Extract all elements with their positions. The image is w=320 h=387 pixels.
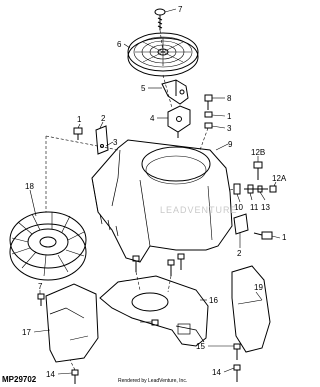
callout-12b: 12B (251, 148, 265, 157)
callout-19: 19 (254, 283, 263, 292)
screw-part-7 (154, 8, 166, 30)
callout-5: 5 (141, 84, 146, 93)
hardware-right (233, 161, 277, 195)
bracket-part-4 (167, 105, 191, 138)
callout-9: 9 (228, 140, 233, 149)
callout-1-lower: 1 (282, 233, 287, 242)
bottom-screws (71, 319, 241, 384)
screen-bracket-part-5 (161, 79, 189, 105)
shroud-part-19 (231, 265, 271, 353)
screw-stack-right (204, 94, 213, 129)
callout-18: 18 (25, 182, 34, 191)
blower-housing-part-9 (91, 139, 233, 263)
callout-8: 8 (227, 94, 232, 103)
hardware-lower-right (233, 213, 273, 240)
callout-15: 15 (196, 342, 205, 351)
baffle-bolts (132, 253, 185, 276)
callout-7-lower: 7 (38, 282, 43, 291)
callout-17: 17 (22, 328, 31, 337)
callout-12a: 12A (272, 174, 287, 183)
watermark: LEADVENTURE (160, 205, 238, 215)
callout-3-right: 3 (227, 124, 232, 133)
leader-lines (29, 8, 281, 375)
callout-10: 10 (234, 203, 243, 212)
shroud-part-17 (45, 283, 99, 363)
blower-housing-exploded-view: 7 6 5 8 1 3 4 2 1 3 9 12B 18 10 11 13 12… (9, 5, 287, 384)
baffle-part-16 (99, 275, 209, 347)
callout-6: 6 (117, 40, 122, 49)
callout-4: 4 (150, 114, 155, 123)
parts-diagram-page: 7 6 5 8 1 3 4 2 1 3 9 12B 18 10 11 13 12… (2, 5, 287, 384)
callout-7-top: 7 (178, 5, 183, 14)
callout-1-left: 1 (77, 115, 82, 124)
callout-13: 13 (261, 203, 270, 212)
callout-14-right: 14 (212, 368, 221, 377)
callout-16: 16 (209, 296, 218, 305)
screw-part-7-lower (37, 293, 45, 306)
render-credit: Rendered by LeadVenture, Inc. (118, 378, 188, 384)
diagram-code: MP29702 (2, 375, 37, 384)
callout-2-top: 2 (101, 114, 106, 123)
callout-2-lower: 2 (237, 249, 242, 258)
callout-1-right: 1 (227, 112, 232, 121)
callout-14-left: 14 (46, 370, 55, 379)
callout-11: 11 (250, 203, 259, 212)
flywheel-fan-part-18 (9, 211, 87, 281)
alignment-lines (45, 29, 235, 371)
hardware-upper-left (73, 125, 109, 155)
rotating-screen-part-6 (127, 32, 199, 77)
callout-labels: 7 6 5 8 1 3 4 2 1 3 9 12B 18 10 11 13 12… (22, 5, 287, 379)
callout-3-left: 3 (113, 138, 118, 147)
